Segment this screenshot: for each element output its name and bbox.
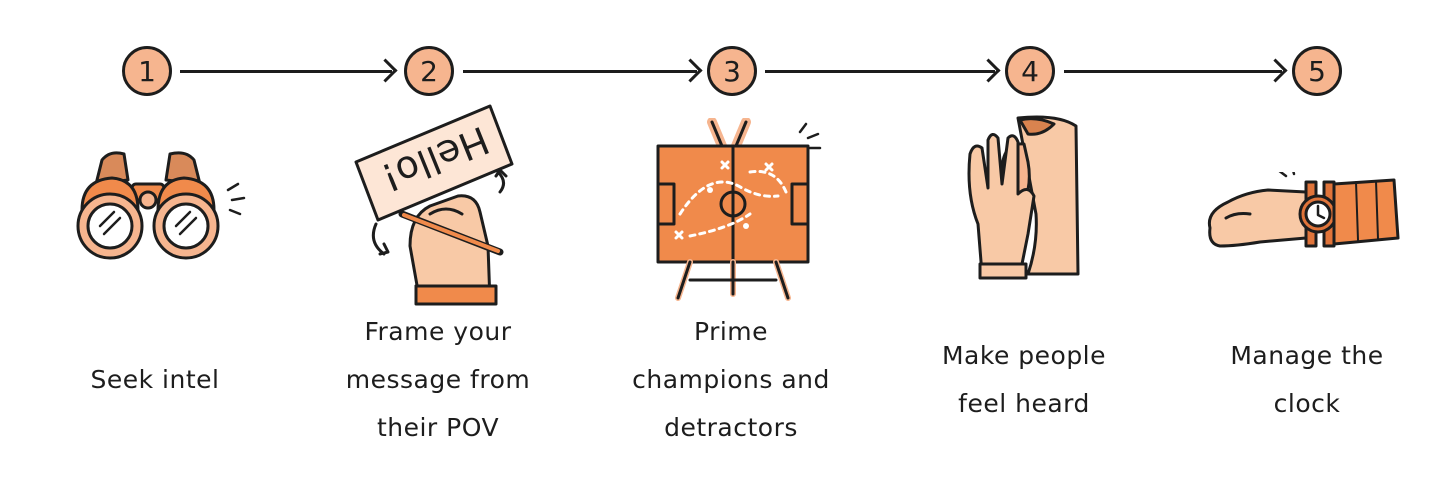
arrow-2-to-3: [463, 70, 697, 73]
step-4-label: Make people feel heard: [910, 332, 1138, 428]
arrow-4-to-5: [1064, 70, 1282, 73]
step-3-label: Prime champions and detractors: [608, 308, 854, 452]
step-5-label-line-2: clock: [1273, 389, 1341, 418]
arrow-3-to-4: [765, 70, 995, 73]
step-4-label-line-1: Make people: [941, 341, 1107, 370]
step-1-number: 1: [122, 46, 172, 96]
step-1-label: Seek intel: [55, 356, 255, 404]
step-1-label-line-1: Seek intel: [90, 365, 220, 394]
step-3-number: 3: [707, 46, 757, 96]
binoculars-icon: [76, 151, 246, 260]
step-3-label-line-2: champions and: [632, 365, 830, 394]
step-4-number: 4: [1005, 46, 1055, 96]
step-2-label: Frame your message from their POV: [318, 308, 558, 452]
step-2-label-line-1: Frame your: [364, 317, 512, 346]
step-2-label-line-2: message from: [345, 365, 531, 394]
step-5-label: Manage the clock: [1196, 332, 1418, 428]
step-2-number: 2: [404, 46, 454, 96]
step-5-number: 5: [1292, 46, 1342, 96]
step-4-label-line-2: feel heard: [958, 389, 1090, 418]
tactics-board-easel-icon: [656, 118, 822, 301]
step-2-label-line-3: their POV: [376, 413, 500, 442]
step-3-label-line-3: detractors: [664, 413, 798, 442]
wrist-watch-icon: [1207, 172, 1400, 248]
arrow-1-to-2: [180, 70, 392, 73]
hand-writing-hello-sign-icon: Hello!: [354, 104, 514, 306]
step-3-label-line-1: Prime: [693, 317, 769, 346]
step-5-label-line-1: Manage the: [1230, 341, 1384, 370]
hand-to-ear-icon: [967, 115, 1080, 280]
